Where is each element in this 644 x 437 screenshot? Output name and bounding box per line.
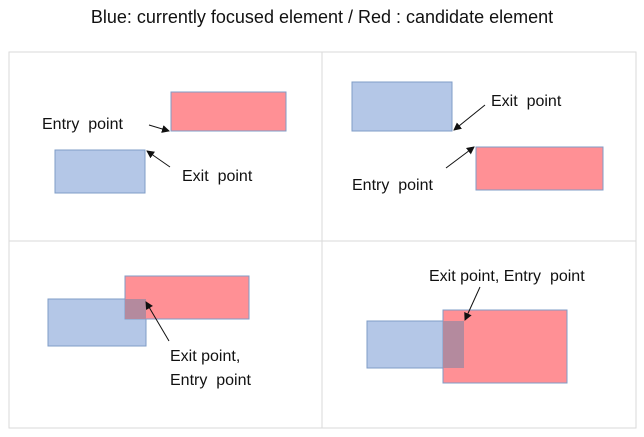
diagram-title: Blue: currently focused element / Red : … [90, 7, 554, 27]
exit-point-label: Exit point [182, 168, 253, 185]
exit-entry-point-label: Exit point, Entry point [429, 268, 585, 285]
entry-point-label: Entry point [352, 177, 433, 194]
overlap-region [443, 321, 464, 368]
exit-entry-point-arrow [145, 301, 170, 342]
focused-element-box [54, 149, 146, 194]
panel-top-right: Exit point Entry point [351, 81, 604, 194]
panel-bottom-right: Exit point, Entry point [366, 268, 585, 384]
entry-point-label: Entry point [42, 116, 123, 133]
panel-grid [8, 51, 637, 429]
panel-top-left: Entry point Exit point [42, 91, 287, 194]
candidate-element-box [475, 146, 604, 191]
candidate-element-box [170, 91, 287, 132]
exit-point-arrow [453, 104, 486, 131]
exit-point-arrow [146, 150, 171, 168]
focused-element-box [351, 81, 453, 132]
entry-point-label: Entry point [170, 372, 251, 389]
exit-point-label: Exit point [491, 93, 562, 110]
overlap-region [125, 299, 146, 319]
entry-point-arrow [148, 124, 170, 133]
entry-point-arrow [445, 146, 475, 169]
panel-bottom-left: Exit point, Entry point [47, 275, 251, 389]
exit-entry-point-arrow [464, 286, 481, 321]
exit-point-label: Exit point, [170, 348, 240, 365]
